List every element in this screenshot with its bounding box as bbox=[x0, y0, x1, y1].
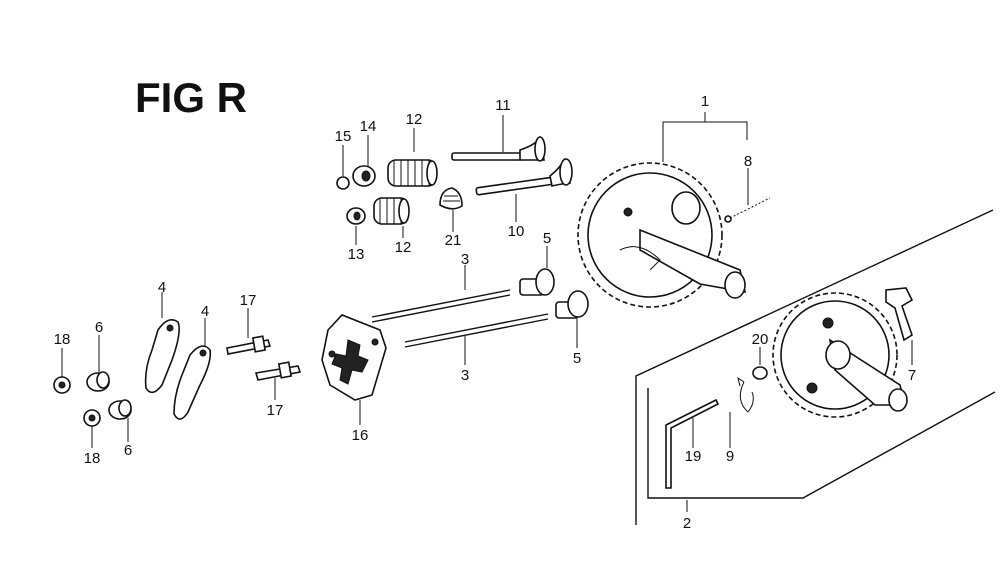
rocker-arm-left-part bbox=[144, 319, 180, 394]
callout-21: 21 bbox=[445, 232, 462, 249]
valve-spring-upper-part bbox=[387, 159, 438, 187]
callout-15: 15 bbox=[335, 128, 352, 145]
cotter-15-part bbox=[336, 176, 350, 190]
intake-valve-part bbox=[475, 157, 573, 196]
callout-5-upper: 5 bbox=[543, 230, 551, 247]
callout-8: 8 bbox=[744, 153, 752, 170]
stem-seal-21-part bbox=[439, 187, 463, 210]
push-rod-lower-part bbox=[404, 313, 549, 348]
figure-title: FIG R bbox=[135, 74, 247, 121]
camshaft-assembly-part bbox=[577, 162, 747, 308]
callout-7: 7 bbox=[908, 367, 916, 384]
push-rod-upper-part bbox=[371, 289, 511, 323]
nut-upper-part bbox=[53, 376, 71, 394]
callout-12-upper: 12 bbox=[406, 111, 423, 128]
callout-3-upper: 3 bbox=[461, 251, 469, 268]
callout-13: 13 bbox=[348, 246, 365, 263]
retainer-13-part bbox=[346, 207, 366, 225]
callout-17-upper: 17 bbox=[240, 292, 257, 309]
callout-16: 16 bbox=[352, 427, 369, 444]
callout-9: 9 bbox=[726, 448, 734, 465]
tappet-upper-part bbox=[519, 268, 555, 296]
callout-20: 20 bbox=[752, 331, 769, 348]
rocker-arm-right-part bbox=[173, 345, 212, 420]
callout-5-lower: 5 bbox=[573, 350, 581, 367]
callout-6-lower: 6 bbox=[124, 442, 132, 459]
pivot-lower-part bbox=[108, 399, 132, 420]
callout-18-upper: 18 bbox=[54, 331, 71, 348]
callout-14: 14 bbox=[360, 118, 377, 135]
callout-11: 11 bbox=[495, 97, 511, 114]
callout-12-lower: 12 bbox=[395, 239, 412, 256]
callout-4-left: 4 bbox=[158, 279, 166, 296]
pin-20-part bbox=[752, 366, 768, 380]
camshaft-inset-part bbox=[772, 292, 908, 418]
callout-17-lower: 17 bbox=[267, 402, 284, 419]
leader-lines bbox=[61, 112, 913, 512]
nut-lower-part bbox=[83, 409, 101, 427]
stud-upper-part bbox=[226, 335, 272, 355]
callout-19: 19 bbox=[685, 448, 702, 465]
stud-lower-part bbox=[254, 361, 302, 381]
callout-1: 1 bbox=[701, 93, 709, 110]
valve-spring-lower-part bbox=[373, 197, 410, 225]
pivot-upper-part bbox=[86, 371, 110, 392]
spring-8-part bbox=[724, 197, 771, 223]
callout-3-lower: 3 bbox=[461, 367, 469, 384]
rod-19-part bbox=[665, 398, 720, 489]
callout-18-lower: 18 bbox=[84, 450, 101, 467]
callout-10: 10 bbox=[508, 223, 525, 240]
retainer-14-part bbox=[352, 165, 376, 187]
callout-4-right: 4 bbox=[201, 303, 209, 320]
exhaust-valve-part bbox=[451, 135, 546, 162]
spring-9-part bbox=[737, 376, 754, 413]
inset-outline bbox=[635, 209, 996, 525]
tappet-lower-part bbox=[555, 290, 589, 319]
decompressor-7-part bbox=[885, 287, 914, 342]
guide-plate-16-part bbox=[321, 314, 387, 401]
callout-2: 2 bbox=[683, 515, 691, 532]
callout-6-upper: 6 bbox=[95, 319, 103, 336]
